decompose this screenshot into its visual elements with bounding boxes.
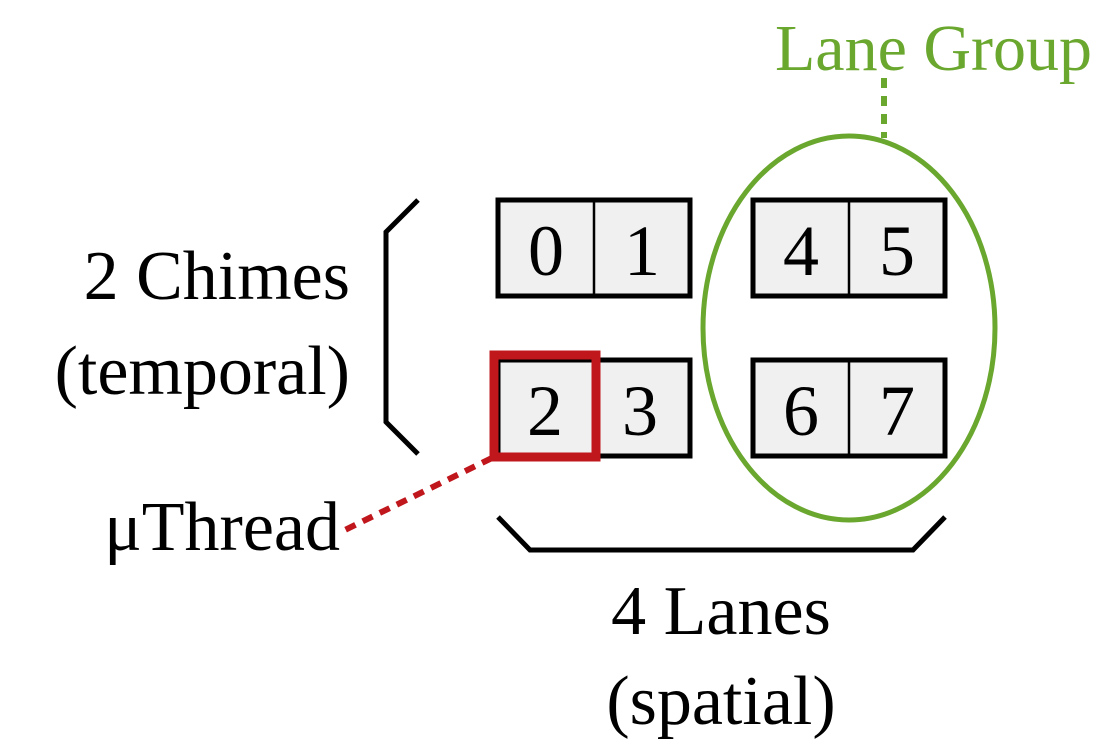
lane-group-ellipse <box>700 133 998 523</box>
lanes-label-line1: 4 Lanes <box>611 573 831 650</box>
uthread-highlight <box>489 350 601 462</box>
uthread-connector <box>343 455 494 533</box>
cell-group-bottom-right: 6 7 <box>750 357 948 459</box>
lanes-label-line2: (spatial) <box>606 663 835 740</box>
cell-group-top-right: 4 5 <box>750 197 948 299</box>
cell-3: 3 <box>622 371 658 451</box>
cell-group-top-left: 0 1 <box>495 197 693 299</box>
lanes-bracket <box>496 515 947 553</box>
cell-4: 4 <box>783 211 819 291</box>
cell-5: 5 <box>879 211 915 291</box>
chimes-label-line1: 2 Chimes <box>84 238 350 315</box>
cell-0: 0 <box>528 211 564 291</box>
chimes-label-line2: (temporal) <box>55 333 350 410</box>
lane-group-label: Lane Group <box>775 12 1092 85</box>
chimes-bracket <box>383 198 420 456</box>
uthread-label: μThread <box>104 489 340 566</box>
cell-7: 7 <box>879 371 915 451</box>
cell-1: 1 <box>624 211 660 291</box>
cell-6: 6 <box>783 371 819 451</box>
cell-2: 2 <box>527 371 563 451</box>
